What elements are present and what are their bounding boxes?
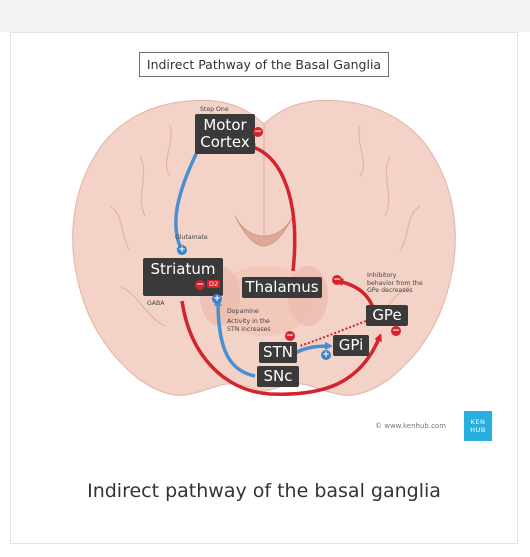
- gpe-inhibitory-note: Inhibitory behavior from the GPe decreas…: [367, 272, 423, 295]
- excitatory-sign-dopamine: +: [212, 294, 222, 304]
- dopamine-note: Dopamine: [227, 308, 259, 315]
- inhibitory-sign-stn: −: [285, 331, 295, 341]
- stn-activity-note-line1: Activity in the: [227, 318, 270, 325]
- kenhub-logo-line1: KEN: [470, 418, 486, 426]
- stn-activity-note: Activity in the STN increases: [227, 318, 271, 333]
- arrow-gpe-to-stn: [299, 320, 367, 347]
- striatum-label: Striatum: [143, 258, 223, 296]
- credit-text: © www.kenhub.com: [375, 422, 447, 430]
- gpe-inhibitory-note-line1: Inhibitory: [367, 272, 397, 279]
- arrow-thalamus-to-cortex: [247, 143, 297, 272]
- top-bar: [0, 0, 530, 32]
- gaba-note: GABA: [147, 300, 165, 307]
- gpe-label: GPe: [366, 305, 408, 326]
- gpe-inhibitory-note-line3: GPe decreases: [367, 287, 413, 294]
- gpe-inhibitory-note-line2: behavior from the: [367, 279, 423, 287]
- excitatory-sign-gpi: +: [321, 350, 331, 360]
- thalamus-label: Thalamus: [242, 277, 322, 298]
- inhibitory-sign-gpe: −: [391, 326, 401, 336]
- stn-activity-note-line2: STN increases: [227, 325, 271, 333]
- d2-receptor-badge: D2: [207, 280, 221, 288]
- inhibitory-sign-thalamus: −: [332, 275, 342, 285]
- kenhub-logo: KEN HUB: [464, 411, 492, 441]
- arrow-cortex-to-striatum: [174, 145, 202, 254]
- basal-ganglia-diagram: Indirect Pathway of the Basal Ganglia St…: [50, 46, 492, 441]
- snc-label: SNc: [257, 366, 299, 387]
- striatum-label-text: Striatum: [150, 260, 216, 278]
- diagram-title: Indirect Pathway of the Basal Ganglia: [139, 52, 389, 77]
- step-one-note: Step One: [200, 106, 229, 113]
- motor-cortex-label-line2: Cortex: [200, 133, 250, 151]
- arrow-striatum-to-gpe: [180, 300, 382, 396]
- gpi-label: GPi: [333, 335, 369, 356]
- motor-cortex-label-line1: Motor: [203, 116, 247, 134]
- kenhub-logo-line2: HUB: [470, 426, 486, 434]
- inhibitory-sign-striatum: −: [195, 280, 205, 290]
- glutamate-note: Glutamate: [175, 234, 208, 241]
- inhibitory-sign-cortex: −: [253, 127, 263, 137]
- stn-label: STN: [259, 342, 297, 363]
- arrow-snc-to-striatum: [214, 298, 256, 378]
- figure-caption: Indirect pathway of the basal ganglia: [87, 480, 441, 502]
- motor-cortex-label: Motor Cortex: [195, 114, 255, 154]
- excitatory-sign-striatum: +: [177, 245, 187, 255]
